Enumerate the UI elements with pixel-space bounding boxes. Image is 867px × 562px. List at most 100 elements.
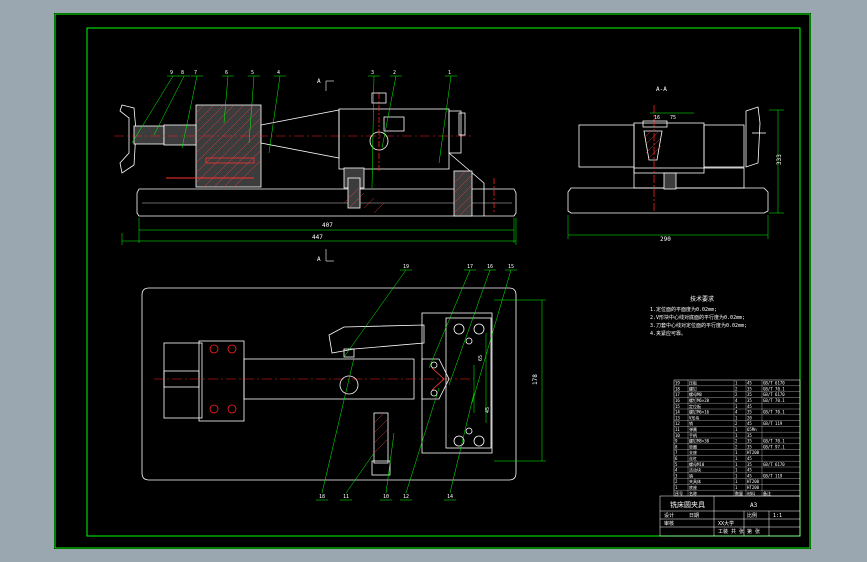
dim-side-inner2: 75 [670,115,676,121]
parts-cell: 底座 [689,484,697,490]
taper-shaft [260,109,340,159]
parts-cell: 螺钉M6×20 [689,397,710,403]
parts-cell: 7 [675,450,678,455]
parts-cell: 45 [747,468,752,473]
parts-cell: 45 [747,404,752,409]
parts-cell: 1 [735,473,738,478]
parts-cell: 35 [747,410,752,415]
dim-top-small1: 65 [478,355,484,361]
side-dimensions [567,109,784,239]
parts-cell: 19 [675,381,680,386]
parts-cell: 销 [689,472,693,478]
dim-top-depth: 178 [532,374,539,385]
title-checker: 审核 [664,520,674,527]
parts-cell: 4 [735,410,738,415]
handle-front [119,104,137,174]
parts-cell: 35 [747,444,752,449]
parts-cell: 1 [735,479,738,484]
parts-cell: V形块 [689,414,699,420]
title-school: XX大学 [718,520,734,527]
parts-cell: 18 [675,386,680,391]
parts-cell: 定位板 [689,403,701,409]
parts-cell: 4 [735,398,738,403]
parts-cell: 5 [675,462,678,467]
dim-top-small2: 45 [485,407,491,413]
parts-cell: 10 [675,433,680,438]
title-date: 日期 [689,513,699,519]
parts-cell: 9 [675,439,678,444]
parts-cell: 2 [735,386,738,391]
balloon-leader [248,75,255,144]
parts-cell: GB/T 6170 [763,392,785,397]
parts-cell: HT200 [747,450,760,455]
balloon-4: 4 [277,70,280,76]
balloon-19: 19 [403,264,409,270]
section-marker-bottom: A [317,256,321,263]
balloon-leader [471,269,512,404]
outer-frame [54,13,811,549]
tech-line-4: 4.夹紧应可靠。 [650,330,686,337]
parts-cell: 12 [675,421,680,426]
clamp-body [338,108,450,170]
parts-cell: 2 [735,421,738,426]
end-plate [448,110,462,154]
parts-cell: 丝杠 [689,455,697,461]
parts-cell: 备注 [763,490,771,496]
parts-cell: 3 [675,473,678,478]
balloon-14: 14 [447,494,453,500]
top-view [141,287,517,481]
balloon-6: 6 [225,70,228,76]
parts-cell: 1 [735,450,738,455]
parts-cell: GB/T 6170 [763,381,785,386]
parts-cell: 夹具体 [689,478,701,484]
dim-side-inner: 16 [654,115,660,121]
tech-requirements: 技术要求 1.定位面的平面度为0.02mm; 2.V形块中心线对底面的平行度为0… [650,295,747,337]
title-sheet-size: A3 [750,502,758,509]
parts-cell: 2 [735,439,738,444]
balloon-leader [223,75,229,124]
balloon-11: 11 [343,494,349,500]
parts-cell: 20 [747,415,752,420]
balloon-8: 8 [181,70,184,76]
balloon-leader [405,387,440,494]
dim-front-outer: 447 [312,234,323,241]
parts-cell: 弹簧 [689,426,697,432]
dim-side-height: 333 [776,154,783,165]
front-view [114,92,517,217]
parts-cell: 螺钉M8×30 [689,438,710,444]
front-dimensions [121,218,517,245]
parts-cell: 45 [747,381,752,386]
parts-cell: 1 [735,427,738,432]
parts-cell: 螺钉 [689,385,697,391]
balloon-3: 3 [371,70,374,76]
parts-cell: 序号 [675,490,683,496]
parts-cell: 螺母M8 [689,391,702,397]
section-marker-top: A [317,78,321,85]
parts-cell: 支座 [689,449,697,455]
balloon-15: 15 [508,264,514,270]
parts-cell: 2 [735,444,738,449]
front-base [136,188,517,217]
parts-cell: 活动块 [689,467,701,473]
balloon-leader [438,75,452,164]
parts-cell: 1 [735,485,738,490]
top-dimensions [473,299,546,462]
section-markers [325,80,334,262]
balloon-5: 5 [251,70,254,76]
parts-cell: 14 [675,410,680,415]
inner-frame [86,27,801,537]
balloon-18: 18 [319,494,325,500]
parts-cell: 35 [747,433,752,438]
balloon-16: 16 [487,264,493,270]
parts-cell: 17 [675,392,680,397]
parts-cell: GB/T 119 [763,473,783,478]
parts-cell: 13 [675,415,680,420]
tech-title: 技术要求 [690,295,714,303]
parts-cell: 1 [735,433,738,438]
side-base [567,187,769,214]
parts-cell: GB/T 6170 [763,462,785,467]
